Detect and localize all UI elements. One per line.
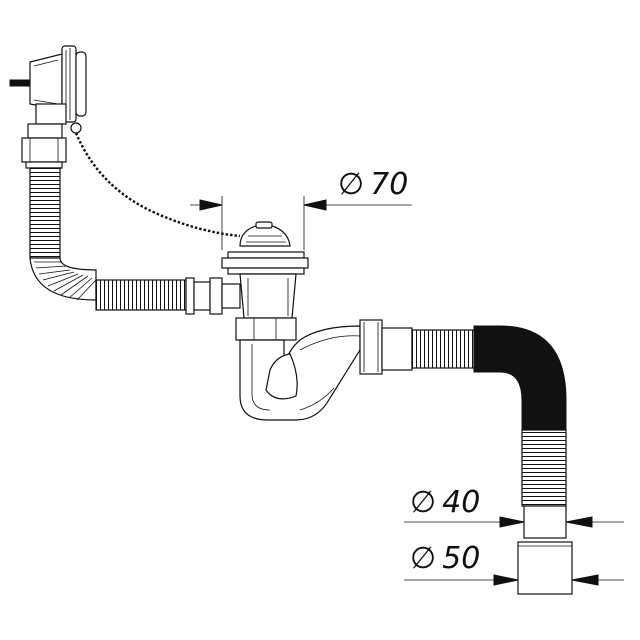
dimension-d70: ∅70 <box>190 167 412 250</box>
overflow-corrugated-hose <box>29 167 187 311</box>
dimension-d40: ∅40 <box>404 485 624 528</box>
siphon-outlet-nut <box>359 319 413 375</box>
outlet-adapter <box>517 505 573 595</box>
dimension-d70-label: ∅70 <box>338 167 408 202</box>
overflow-rod <box>9 79 33 87</box>
hose-dark-bend <box>473 325 567 431</box>
overflow-head <box>9 45 87 134</box>
adapter-d50 <box>517 541 573 595</box>
plug-chain <box>74 132 241 238</box>
overflow-side-nut <box>185 277 241 315</box>
outlet-nut <box>235 317 297 341</box>
overflow-nut <box>21 123 67 169</box>
adapter-d40 <box>523 505 567 539</box>
bath-outlet <box>221 221 309 341</box>
dimension-d50: ∅50 <box>404 541 624 586</box>
waste-corrugated-hose <box>411 325 567 507</box>
chain-ring <box>70 122 82 134</box>
dimension-d40-label: ∅40 <box>410 485 480 520</box>
dimension-d50-label: ∅50 <box>410 541 480 576</box>
siphon-trap <box>239 325 361 421</box>
